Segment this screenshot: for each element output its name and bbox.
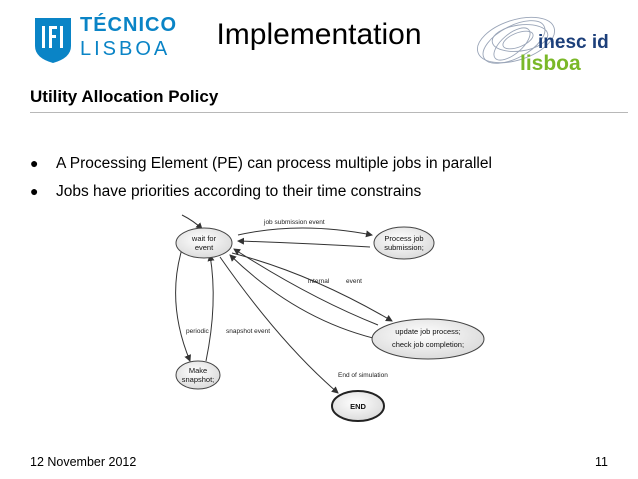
label-end-of-simulation: End of simulation xyxy=(338,372,388,379)
node-snapshot-label-1: Make xyxy=(189,366,207,375)
bullet-text: A Processing Element (PE) can process mu… xyxy=(56,155,492,172)
ist-logo-line1: TÉCNICO xyxy=(80,14,177,36)
label-job-submission-event: job submission event xyxy=(263,219,325,226)
edge-internal-event xyxy=(231,252,393,322)
node-end xyxy=(331,390,385,422)
edge-update-return xyxy=(233,248,379,326)
bullet-list: ● A Processing Element (PE) can process m… xyxy=(30,152,492,208)
node-wait-for-event xyxy=(175,227,233,259)
edge-start xyxy=(181,214,203,230)
bullet-dot-icon: ● xyxy=(30,155,39,171)
node-make-snapshot xyxy=(175,360,221,390)
edge-job-submission xyxy=(237,227,373,238)
label-snapshot-event: snapshot event xyxy=(226,328,270,335)
ist-shield-icon xyxy=(35,18,71,63)
bullet-dot-icon: ● xyxy=(30,183,39,199)
edge-snapshot-event xyxy=(205,254,215,362)
ist-logo-line2: LISBOA xyxy=(80,38,171,60)
label-event: event xyxy=(346,278,362,285)
node-snapshot-label-2: snapshot; xyxy=(182,375,215,384)
slide-title: Implementation xyxy=(216,18,422,51)
section-title: Utility Allocation Policy xyxy=(30,87,219,106)
edge-update-return-2 xyxy=(229,254,387,342)
node-wait-label-2: event xyxy=(195,243,214,252)
state-diagram: wait for event Process job submission; u… xyxy=(175,214,485,422)
node-wait-label-1: wait for xyxy=(191,234,217,243)
inesc-swirl-icon xyxy=(477,16,555,64)
node-update-label-1: update job process; xyxy=(395,327,460,336)
edge-periodic xyxy=(175,248,191,362)
bullet-text: Jobs have priorities according to their … xyxy=(56,183,422,200)
inesc-logo-line2: lisboa xyxy=(520,52,581,75)
bullet-item: ● A Processing Element (PE) can process m… xyxy=(30,152,492,180)
edge-process-return xyxy=(237,237,371,248)
label-periodic: periodic xyxy=(186,328,210,335)
node-process-label-1: Process job xyxy=(384,234,423,243)
edge-end-of-simulation xyxy=(219,256,339,394)
title-divider xyxy=(30,112,628,113)
node-update-job xyxy=(371,318,485,360)
node-process-label-2: submission; xyxy=(384,243,424,252)
inesc-logo-line1: inesc id xyxy=(538,32,609,53)
label-internal: internal xyxy=(308,278,330,285)
node-end-label: END xyxy=(350,402,366,411)
bullet-item: ● Jobs have priorities according to their… xyxy=(30,180,492,208)
node-update-label-2: check job completion; xyxy=(392,340,464,349)
footer-date: 12 November 2012 xyxy=(30,455,137,469)
node-process-job xyxy=(373,226,435,260)
page-number: 11 xyxy=(595,455,608,469)
